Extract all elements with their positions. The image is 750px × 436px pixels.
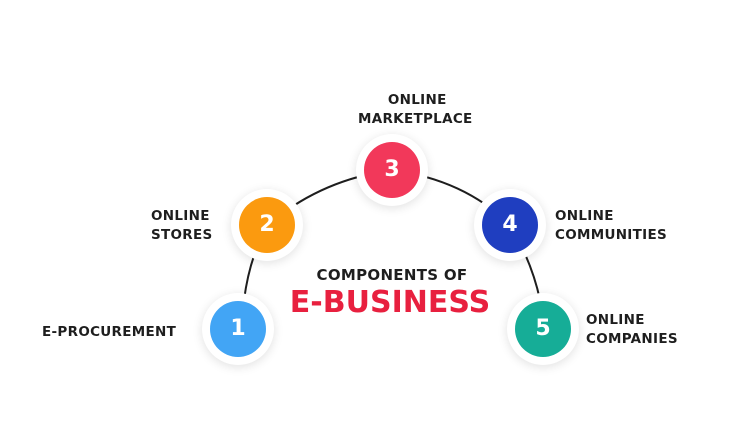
component-label-5: ONLINE COMPANIES [586,312,678,347]
component-node-1: 1 [202,293,274,365]
component-number-4: 4 [482,197,538,253]
diagram-title: E-BUSINESS [289,285,491,320]
diagram-subtitle: COMPONENTS OF [316,266,468,284]
component-node-4: 4 [474,189,546,261]
component-node-5: 5 [507,293,579,365]
component-number-5: 5 [515,301,571,357]
component-node-3: 3 [356,134,428,206]
component-label-1: E-PROCUREMENT [42,324,177,340]
component-label-4: ONLINE COMMUNITIES [555,208,668,243]
component-number-1: 1 [210,301,266,357]
component-number-3: 3 [364,142,420,198]
component-number-2: 2 [239,197,295,253]
component-node-2: 2 [231,189,303,261]
component-label-2: ONLINE STORES [151,208,213,243]
component-label-3: ONLINE MARKETPLACE [358,92,473,127]
